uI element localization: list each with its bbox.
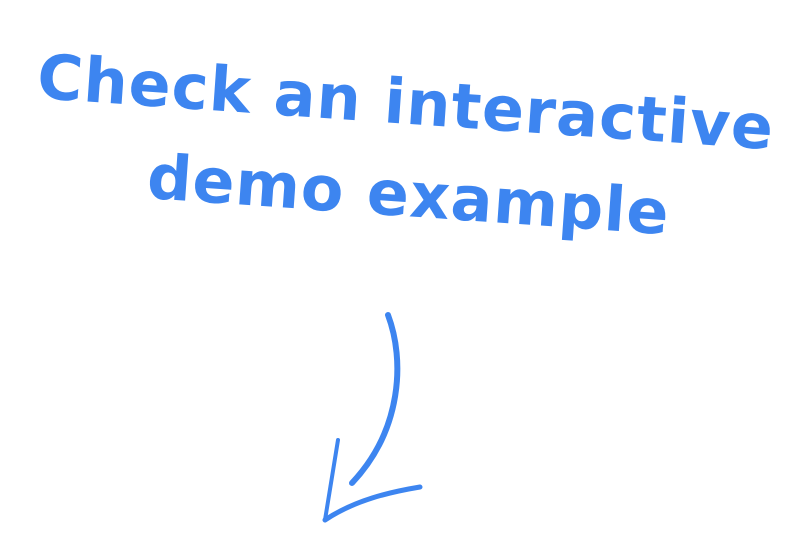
- arrow-down-left-icon: [322, 312, 423, 523]
